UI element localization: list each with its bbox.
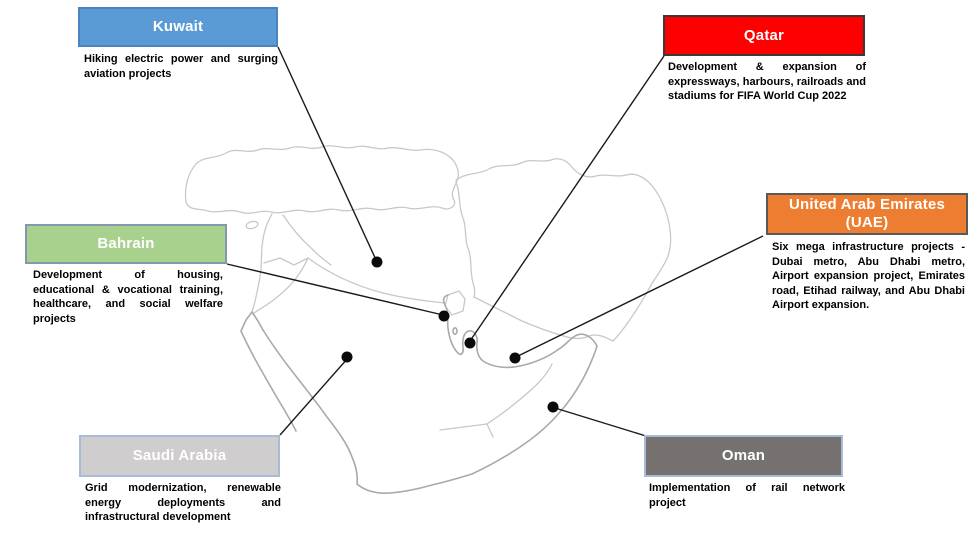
- leader-line-qatar: [469, 55, 665, 342]
- leader-line-uae: [515, 235, 764, 358]
- border-syria-iraq: [282, 214, 332, 266]
- country-box-saudi-arabia: Saudi Arabia: [79, 435, 280, 477]
- border-iraq-iran: [455, 181, 476, 298]
- border-iraq-saudi: [307, 257, 446, 304]
- coast-egypt-red-sea: [240, 330, 297, 432]
- coast-arabian-peninsula: [262, 329, 598, 494]
- border-oman-yemen: [486, 423, 494, 438]
- coast-gulf-of-aqaba: [251, 311, 264, 331]
- leader-line-saudi-arabia: [279, 357, 349, 436]
- border-jordan-saudi: [253, 257, 309, 314]
- country-description-saudi-arabia: Grid modernization, renewable energy dep…: [85, 482, 281, 524]
- country-description-oman: Implementation of rail network project: [649, 482, 845, 509]
- country-label-saudi-arabia: Saudi Arabia: [132, 447, 227, 464]
- coast-iran-gulf: [473, 296, 614, 342]
- callout-oman: Oman Implementation of rail network proj…: [644, 435, 845, 510]
- callout-qatar: Qatar Development & expansion of express…: [663, 15, 866, 104]
- border-saudi-oman: [486, 363, 553, 425]
- callout-saudi-arabia: Saudi Arabia Grid modernization, renewab…: [79, 435, 281, 525]
- leader-line-kuwait: [277, 46, 378, 263]
- map-marker-saudi-arabia: [341, 351, 353, 363]
- country-description-uae: Six mega infrastructure projects - Dubai…: [772, 241, 965, 312]
- country-label-oman: Oman: [721, 447, 766, 464]
- callout-bahrain: Bahrain Development of housing, educatio…: [25, 224, 227, 326]
- country-box-bahrain: Bahrain: [25, 224, 227, 264]
- coast-levant: [251, 213, 273, 313]
- map-marker-kuwait: [371, 256, 383, 268]
- country-box-oman: Oman: [644, 435, 843, 477]
- country-outline-turkey: [184, 145, 459, 214]
- coast-gulf-of-suez: [240, 311, 253, 332]
- border-saudi-yemen: [439, 423, 488, 431]
- border-syria-jordan: [263, 257, 309, 266]
- country-box-uae: United Arab Emirates (UAE): [766, 193, 968, 235]
- island-cyprus: [245, 220, 259, 230]
- country-description-kuwait: Hiking electric power and surging aviati…: [84, 53, 278, 80]
- callout-kuwait: Kuwait Hiking electric power and surging…: [78, 7, 278, 81]
- map-marker-qatar: [464, 337, 476, 349]
- country-box-qatar: Qatar: [663, 15, 865, 56]
- island-bahrain: [452, 326, 458, 335]
- leader-line-oman: [554, 407, 647, 437]
- country-label-qatar: Qatar: [743, 26, 785, 44]
- leader-line-bahrain: [226, 263, 444, 316]
- map-marker-oman: [547, 401, 559, 413]
- map-marker-uae: [509, 352, 521, 364]
- country-outline-iran: [455, 158, 672, 342]
- country-description-qatar: Development & expansion of expressways, …: [668, 61, 866, 103]
- country-label-bahrain: Bahrain: [97, 235, 155, 252]
- country-description-bahrain: Development of housing, educational & vo…: [33, 269, 223, 325]
- country-label-kuwait: Kuwait: [152, 18, 204, 35]
- country-box-kuwait: Kuwait: [78, 7, 278, 47]
- callout-uae: United Arab Emirates (UAE) Six mega infr…: [766, 193, 968, 313]
- country-label-uae: United Arab Emirates (UAE): [789, 196, 945, 231]
- map-marker-bahrain: [438, 310, 450, 322]
